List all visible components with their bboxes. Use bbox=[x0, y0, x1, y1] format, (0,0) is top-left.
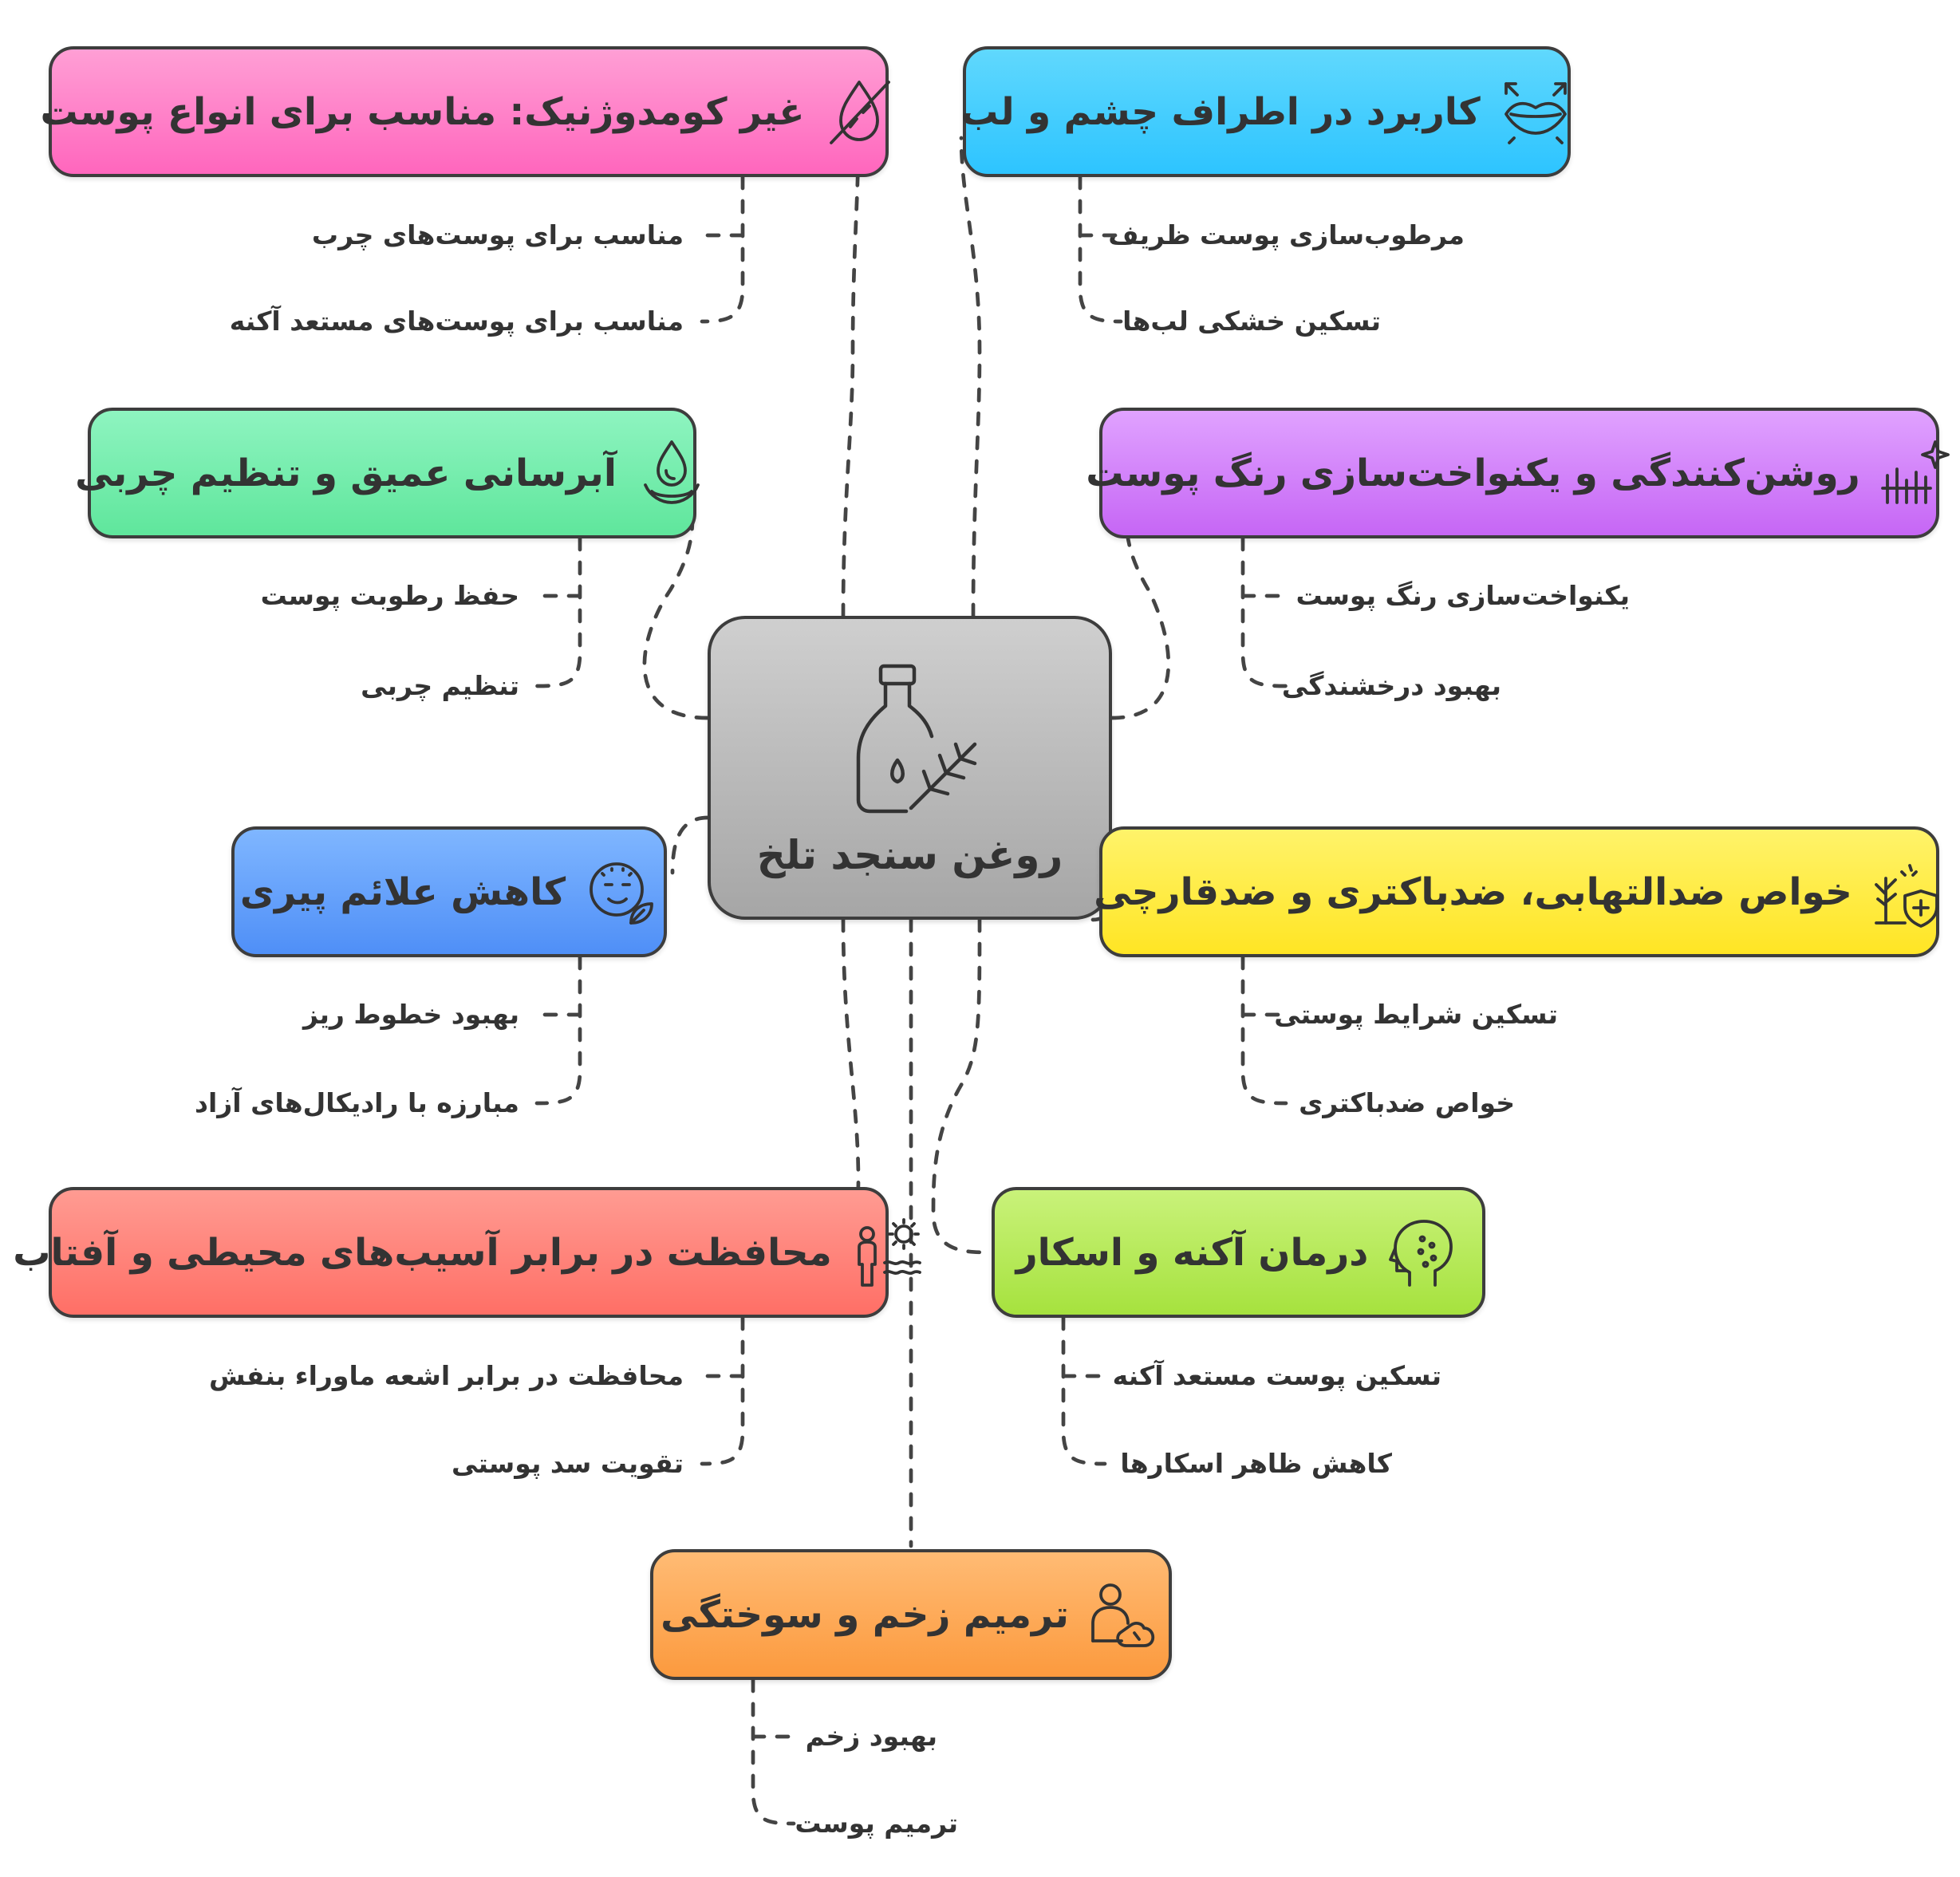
node-hydration[interactable]: آبرسانی عمیق و تنظیم چربی bbox=[75, 408, 700, 538]
sparkle-icon bbox=[1878, 436, 1953, 511]
node-brightening[interactable]: روشن‌کنندگی و یکنواخت‌سازی رنگ پوست bbox=[1086, 408, 1950, 538]
water-drop-icon bbox=[634, 436, 709, 511]
person-hand-icon bbox=[1086, 1577, 1161, 1652]
lips-icon bbox=[1498, 74, 1573, 149]
sub-item-anti-inflammatory-1: تسکین شرایط پوستی bbox=[1274, 999, 1558, 1030]
connector-acne bbox=[931, 917, 994, 1255]
center-node[interactable]: روغن سنجد تلخ bbox=[708, 616, 1112, 920]
node-non-comedogenic[interactable]: غیر کومدوژنیک: مناسب برای انواع پوست bbox=[41, 46, 891, 177]
connector-non-comedogenic bbox=[841, 136, 861, 618]
tree-hydration bbox=[534, 536, 582, 688]
connector-hydration bbox=[642, 510, 710, 720]
sub-item-protection-2: تقویت سد پوستی bbox=[451, 1448, 684, 1479]
tree-protection bbox=[700, 1315, 745, 1466]
sub-item-hydration-2: تنظیم چربی bbox=[361, 670, 519, 701]
node-title: ترمیم زخم و سوختگی bbox=[661, 1592, 1069, 1637]
node-eye-lip[interactable]: کاربرد در اطراف چشم و لب bbox=[960, 46, 1573, 177]
node-title: روشن‌کنندگی و یکنواخت‌سازی رنگ پوست bbox=[1086, 451, 1860, 495]
node-wound[interactable]: ترمیم زخم و سوختگی bbox=[650, 1549, 1172, 1680]
sub-item-protection-1: محافظت در برابر اشعه ماوراء بنفش bbox=[209, 1360, 684, 1391]
node-anti-inflammatory[interactable]: خواص ضدالتهابی، ضدباکتری و ضدقارچی bbox=[1094, 826, 1939, 957]
plant-shield-icon bbox=[1870, 854, 1945, 929]
node-title: محافظت در برابر آسیب‌های محیطی و آفتاب bbox=[13, 1230, 832, 1275]
node-title: خواص ضدالتهابی، ضدباکتری و ضدقارچی bbox=[1094, 869, 1852, 914]
tree-wound bbox=[751, 1678, 796, 1826]
node-acne[interactable]: درمان آکنه و اسکار bbox=[992, 1187, 1485, 1318]
sub-item-anti-aging-2: مبارزه با رادیکال‌های آزاد bbox=[195, 1087, 519, 1118]
node-title: آبرسانی عمیق و تنظیم چربی bbox=[75, 451, 617, 495]
sub-item-brightening-1: یکنواخت‌سازی رنگ پوست bbox=[1295, 580, 1630, 611]
sub-item-hydration-1: حفظ رطوبت پوست bbox=[260, 580, 519, 611]
oil-bottle-icon bbox=[834, 658, 986, 821]
sub-item-brightening-2: بهبود درخشندگی bbox=[1281, 670, 1501, 701]
node-title: غیر کومدوژنیک: مناسب برای انواع پوست bbox=[40, 89, 805, 134]
sub-item-non-comedogenic-1: مناسب برای پوست‌های چرب bbox=[311, 219, 684, 250]
sub-item-eye-lip-2: تسکین خشکی لب‌ها bbox=[1122, 306, 1381, 337]
node-anti-aging[interactable]: کاهش علائم پیری bbox=[231, 826, 667, 957]
connector-anti-aging bbox=[670, 815, 710, 875]
sub-item-anti-inflammatory-2: خواص ضدباکتری bbox=[1299, 1087, 1515, 1118]
tree-acne bbox=[1061, 1315, 1107, 1466]
node-title: درمان آکنه و اسکار bbox=[1015, 1230, 1369, 1275]
node-protection[interactable]: محافظت در برابر آسیب‌های محیطی و آفتاب bbox=[13, 1187, 921, 1318]
face-leaf-icon bbox=[583, 854, 658, 929]
connector-brightening bbox=[1110, 508, 1171, 720]
person-sun-icon bbox=[850, 1215, 925, 1290]
no-drop-icon bbox=[822, 74, 897, 149]
sub-item-non-comedogenic-2: مناسب برای پوست‌های مستعد آکنه bbox=[229, 306, 684, 337]
sub-item-acne-1: تسکین پوست مستعد آکنه bbox=[1112, 1360, 1441, 1391]
tree-brightening bbox=[1240, 536, 1288, 688]
tree-non-comedogenic bbox=[700, 175, 745, 324]
connector-eye-lip bbox=[959, 136, 982, 618]
sub-item-wound-1: بهبود زخم bbox=[805, 1721, 937, 1752]
node-title: کاربرد در اطراف چشم و لب bbox=[960, 89, 1481, 134]
head-dots-icon bbox=[1386, 1215, 1461, 1290]
sub-item-acne-2: کاهش ظاهر اسکارها bbox=[1120, 1448, 1392, 1479]
sub-item-eye-lip-1: مرطوب‌سازی پوست ظریف bbox=[1108, 219, 1465, 250]
tree-anti-aging bbox=[534, 955, 582, 1106]
center-title: روغن سنجد تلخ bbox=[756, 831, 1063, 878]
node-title: کاهش علائم پیری bbox=[239, 869, 566, 914]
sub-item-wound-2: ترمیم پوست bbox=[795, 1808, 958, 1839]
sub-item-anti-aging-1: بهبود خطوط ریز bbox=[302, 999, 519, 1030]
